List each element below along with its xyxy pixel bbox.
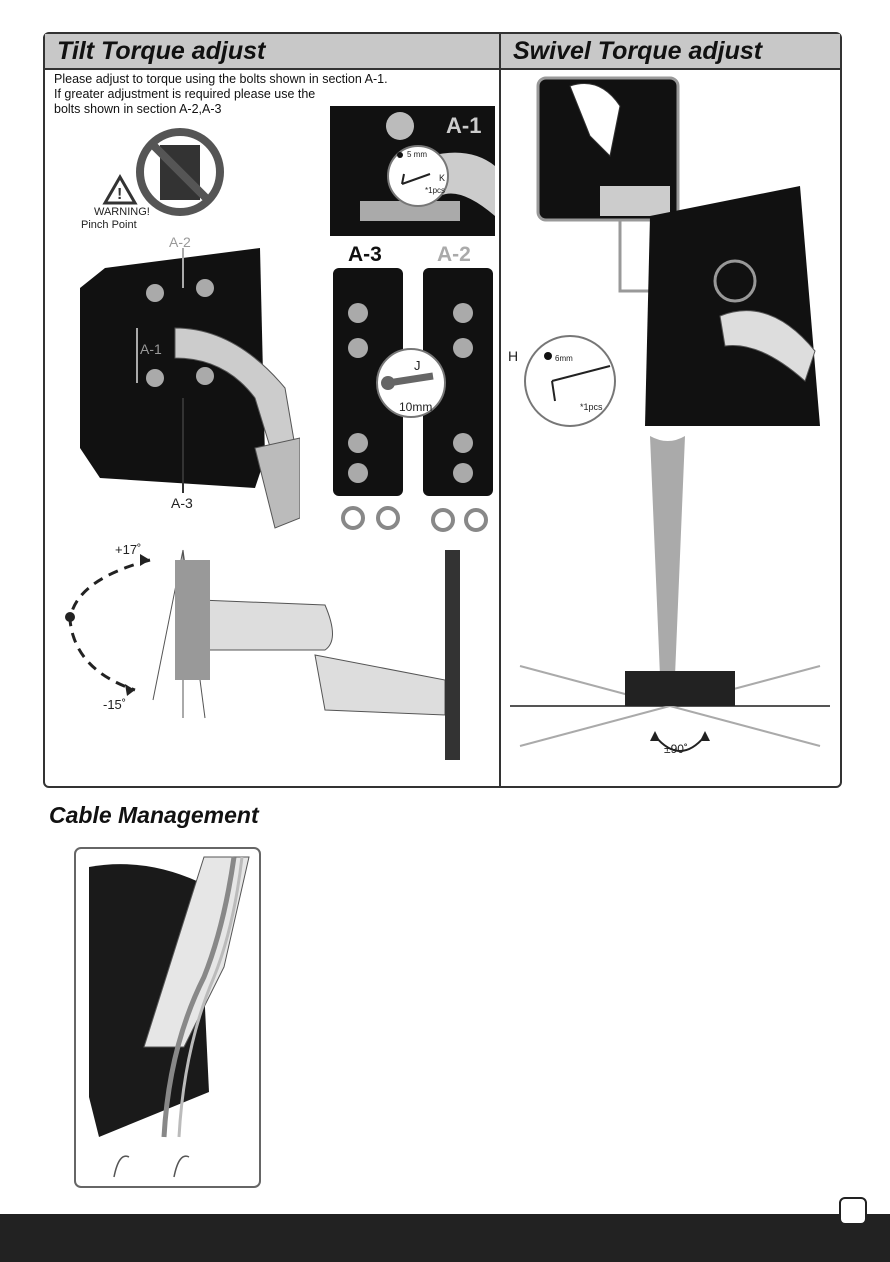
column-divider [499,33,501,787]
svg-text:!: ! [117,186,122,203]
tilt-down-angle: -15˚ [103,697,126,712]
cable-management-header: Cable Management [49,802,259,829]
a3-box-title: A-3 [348,243,382,267]
page-number-box [839,1197,867,1225]
a2-callout-label: A-2 [169,234,191,250]
swivel-torque-header: Swivel Torque adjust [501,34,840,70]
tilt-torque-header: Tilt Torque adjust [45,34,499,70]
k-size-label: 5 mm [407,150,427,159]
j-letter-label: J [414,358,421,373]
swivel-angle: ±90˚ [664,742,688,756]
cable-management-illustration [74,847,261,1188]
h-size-label: 6mm [555,354,573,363]
a1-callout-label: A-1 [140,341,162,357]
tilt-angle-illustration [55,540,475,770]
page-footer-bar [0,1214,890,1262]
instruction-line: If greater adjustment is required please… [54,87,454,102]
warning-subtitle: Pinch Point [81,219,137,231]
k-qty-label: *1pcs [425,186,445,195]
h-qty-label: *1pcs [580,402,603,412]
h-letter-label: H [508,348,518,364]
tilt-up-angle: +17˚ [115,542,141,557]
swivel-illustration [510,76,835,786]
warning-title: WARNING! [94,206,150,218]
instruction-line: Please adjust to torque using the bolts … [54,72,454,87]
j-size-label: 10mm [399,400,432,414]
k-letter-label: K [439,173,445,183]
a2-box-title: A-2 [437,243,471,267]
a1-box-title: A-1 [446,113,481,139]
a3-callout-label: A-3 [171,495,193,511]
